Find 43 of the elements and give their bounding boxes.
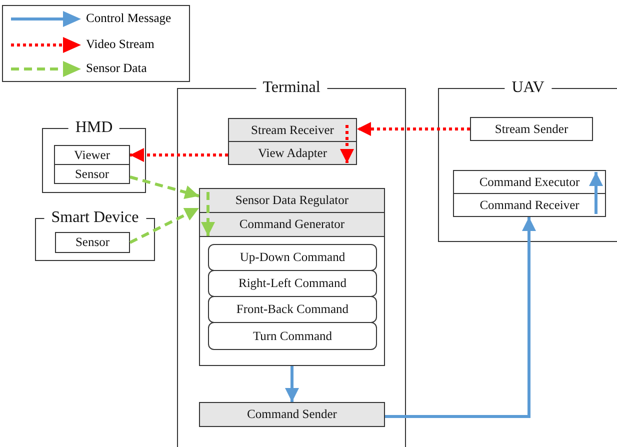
legend-label: Sensor Data bbox=[86, 61, 147, 76]
arrow bbox=[589, 172, 603, 214]
arrow bbox=[130, 176, 200, 200]
arrow bbox=[385, 217, 536, 418]
component-label: View Adapter bbox=[258, 146, 328, 160]
component-box bbox=[55, 232, 130, 253]
component-label: Viewer bbox=[74, 148, 110, 162]
component-box bbox=[199, 212, 385, 237]
component-box bbox=[453, 170, 606, 194]
component-label: Sensor bbox=[75, 235, 110, 250]
component-box bbox=[228, 141, 357, 165]
arrow bbox=[129, 206, 200, 244]
component-box bbox=[208, 244, 377, 271]
component-label: Sensor bbox=[74, 166, 110, 182]
component-label: Command Executor bbox=[479, 174, 580, 190]
component-label: Stream Sender bbox=[494, 122, 568, 136]
arrow bbox=[357, 122, 470, 136]
component-box bbox=[199, 188, 385, 213]
legend-label: Control Message bbox=[86, 11, 172, 26]
component-box bbox=[54, 164, 130, 184]
component-label: Sensor Data Regulator bbox=[235, 193, 349, 208]
component-box bbox=[470, 117, 593, 141]
arrow bbox=[201, 192, 215, 236]
component-box bbox=[199, 402, 385, 427]
component-box bbox=[54, 145, 130, 165]
component-label: Stream Receiver bbox=[251, 122, 334, 138]
arrow bbox=[130, 148, 228, 162]
component-label: Right-Left Command bbox=[238, 276, 346, 291]
container-box bbox=[199, 188, 385, 366]
component-label: Command Receiver bbox=[480, 198, 580, 212]
component-label: Up-Down Command bbox=[240, 250, 346, 265]
component-label: Command Generator bbox=[239, 217, 345, 232]
arrow bbox=[285, 366, 299, 402]
arrow bbox=[340, 125, 354, 163]
component-label: Front-Back Command bbox=[236, 302, 349, 317]
component-label: Command Sender bbox=[247, 407, 337, 422]
component-box bbox=[208, 322, 377, 350]
component-box bbox=[208, 270, 377, 297]
component-box bbox=[453, 193, 606, 217]
component-box bbox=[208, 296, 377, 323]
component-box bbox=[228, 118, 357, 142]
component-label: Turn Command bbox=[252, 328, 332, 344]
legend-label: Video Stream bbox=[86, 37, 154, 52]
